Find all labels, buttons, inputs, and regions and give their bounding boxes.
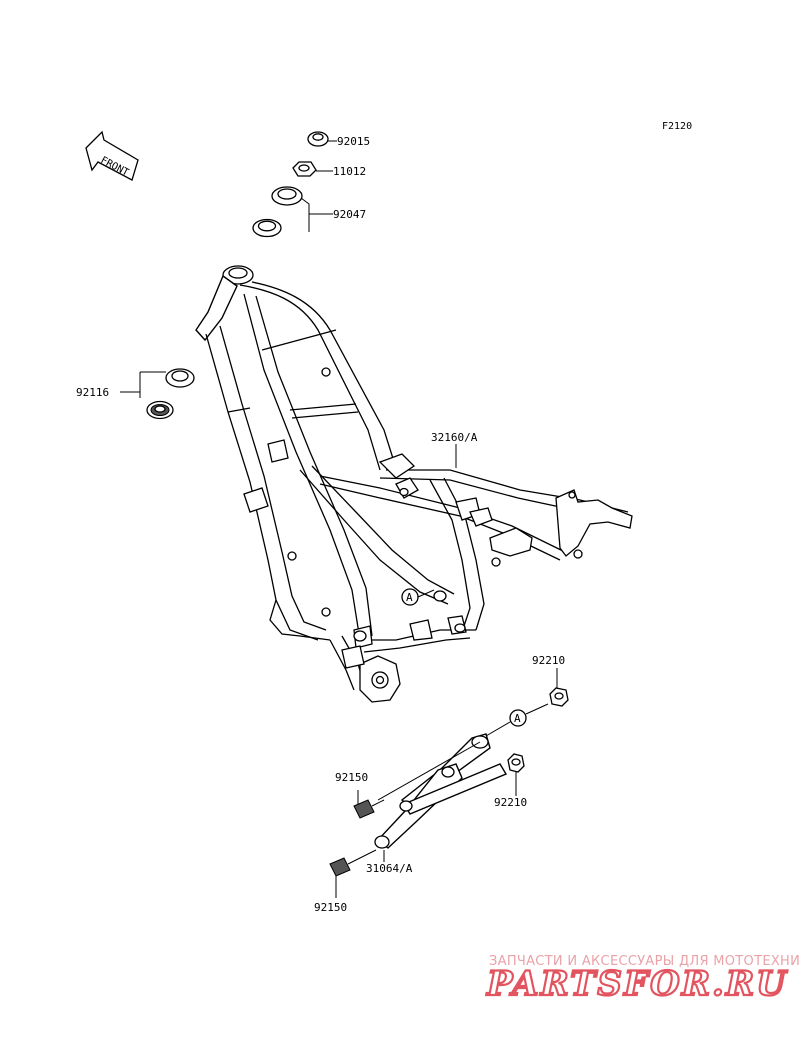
figure-ref-code: F2120	[662, 121, 692, 132]
watermark-tagline: ЗАПЧАСТИ И АКСЕССУАРЫ ДЛЯ МОТОТЕХНИКИ	[489, 954, 800, 969]
callout-92210-top: 92210	[532, 654, 565, 667]
nut-11012-part	[292, 161, 317, 177]
callout-32160: 32160/A	[431, 431, 478, 444]
svg-text:A: A	[514, 712, 521, 725]
race-92047-lower-part	[252, 218, 282, 238]
svg-text:A: A	[406, 591, 413, 604]
race-92047-upper-part	[271, 186, 303, 206]
bolt-92150-bottom-part	[329, 849, 377, 877]
nut-92210-top-part	[549, 687, 569, 707]
bearing-92116-upper-part	[165, 368, 195, 388]
callout-92150-bottom: 92150	[314, 901, 347, 914]
bracket-ref-mark-a: A	[485, 703, 549, 737]
nut-92015-part	[307, 131, 329, 147]
callout-92116: 92116	[76, 386, 109, 399]
callout-31064: 31064/A	[366, 862, 413, 875]
callout-92210-bottom: 92210	[494, 796, 527, 809]
bearing-92116-lower-part	[146, 400, 174, 420]
callout-92015: 92015	[337, 135, 370, 148]
callout-11012: 11012	[333, 165, 366, 178]
front-arrow-icon: FRONT	[85, 130, 139, 181]
motorcycle-frame-part	[195, 265, 633, 703]
callout-92150-top: 92150	[335, 771, 368, 784]
bolt-92150-top-part	[353, 799, 385, 819]
frame-ref-mark-a: A	[401, 588, 435, 606]
bracket-31064-part	[374, 733, 508, 849]
nut-92210-bottom-part	[507, 753, 525, 773]
watermark-brand: PARTSFOR.RU	[486, 964, 788, 1004]
callout-92047: 92047	[333, 208, 366, 221]
